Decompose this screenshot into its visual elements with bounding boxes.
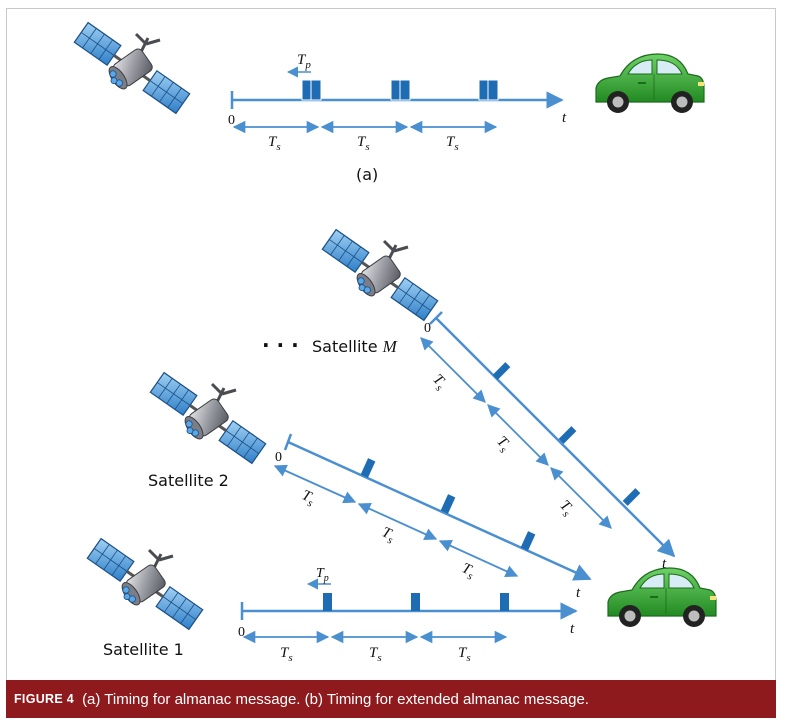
- satellite-1-ts-label-3: Ts: [458, 645, 471, 664]
- car-icon: [607, 567, 717, 628]
- caption-text: (a) Timing for almanac message. (b) Timi…: [82, 690, 589, 708]
- satellite-icon: [72, 21, 192, 115]
- panel-a-pulses: [301, 79, 499, 101]
- satellite-1-origin: 0: [238, 625, 245, 640]
- satellite-1-ts-label-1: Ts: [280, 645, 293, 664]
- satellite-1-label: Satellite 1: [103, 640, 184, 659]
- satellite-2-ts-label-3: Ts: [458, 560, 477, 582]
- panel-a-ts-label-3: Ts: [446, 134, 459, 153]
- satellite-m-label: Satellite M: [312, 337, 398, 356]
- satellite-1-timeline: [240, 593, 578, 644]
- satellite-2-ts-label-2: Ts: [378, 524, 397, 546]
- satellite-m-ts-label-2: Ts: [491, 433, 513, 455]
- panel-a-ts-label-1: Ts: [268, 134, 281, 153]
- ellipsis: . . .: [262, 328, 299, 352]
- car-icon: [595, 53, 705, 114]
- satellite-1-tp-label: Tp: [316, 566, 329, 584]
- satellite-icon: [85, 537, 205, 631]
- satellite-2-time-label: t: [576, 585, 581, 601]
- satellite-m-origin: 0: [424, 321, 431, 336]
- satellite-m-ts-label-3: Ts: [554, 497, 576, 519]
- figure-label: FIGURE 4: [14, 692, 75, 706]
- satellite-2-timeline: [273, 433, 592, 581]
- satellite-1-ts-label-2: Ts: [369, 645, 382, 664]
- panel-a-label: (a): [356, 165, 378, 184]
- panel-a-tp-label: Tp: [297, 52, 311, 71]
- panel-a-time-label: t: [562, 110, 567, 126]
- figure-caption: FIGURE 4 (a) Timing for almanac message.…: [6, 680, 776, 718]
- satellite-m-timeline: [420, 311, 676, 558]
- panel-a-origin: 0: [228, 113, 235, 128]
- satellite-1-time-label: t: [570, 621, 575, 637]
- satellite-m-ts-label-1: Ts: [427, 371, 449, 393]
- satellite-icon: [320, 228, 440, 322]
- satellite-2-origin: 0: [275, 450, 282, 465]
- satellite-m-time-label: t: [662, 556, 667, 572]
- panel-a-ts-label-2: Ts: [357, 134, 370, 153]
- satellite-2-ts-label-1: Ts: [298, 487, 317, 509]
- satellite-icon: [148, 371, 268, 465]
- satellite-2-label: Satellite 2: [148, 471, 229, 490]
